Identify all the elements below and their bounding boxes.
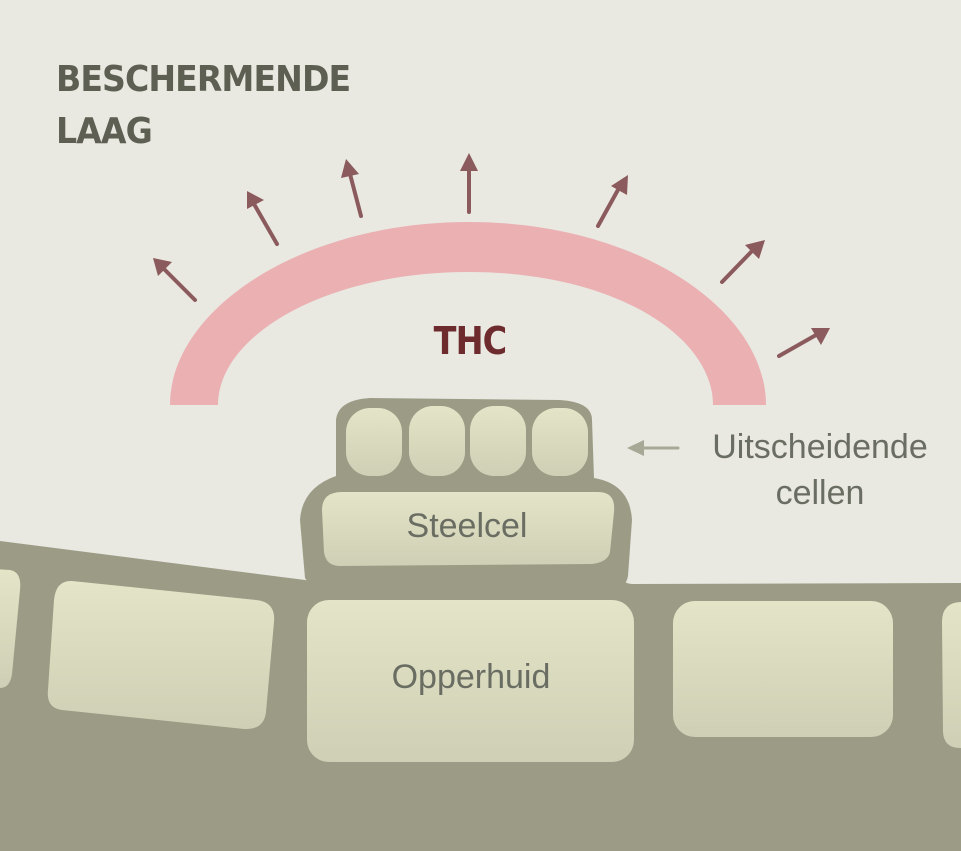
protective-layer-title: BESCHERMENDE LAAG	[56, 54, 360, 158]
epidermis-label: Opperhuid	[391, 658, 551, 696]
secretory-cell	[532, 408, 588, 476]
secretory-cell	[346, 408, 402, 476]
secretory-cells-label: Uitscheidende cellen	[700, 424, 940, 516]
pointer-arrow-icon	[627, 440, 680, 456]
stalk-cell	[322, 492, 615, 566]
stalk-cell-label: Steelcel	[406, 507, 528, 545]
thc-label: THC	[433, 319, 508, 363]
epidermis-cell	[0, 569, 21, 688]
secretory-cell	[409, 406, 465, 476]
title-line-2: LAAG	[56, 111, 153, 152]
emission-arrows	[153, 153, 830, 358]
arrow-icon	[247, 191, 279, 246]
epidermis-cell	[942, 602, 961, 748]
resin-layer	[170, 222, 766, 405]
secretory-cell	[470, 406, 526, 476]
arrow-icon	[596, 175, 628, 228]
arrow-icon	[153, 258, 197, 302]
arrow-icon	[341, 159, 363, 218]
epidermis-cell	[673, 601, 893, 737]
secretory-label-line-1: Uitscheidende	[712, 428, 928, 466]
arrow-icon	[460, 153, 478, 214]
arrow-icon	[720, 240, 765, 284]
title-line-1: BESCHERMENDE	[56, 59, 351, 100]
arrow-icon	[777, 328, 830, 358]
secretory-label-line-2: cellen	[775, 474, 865, 512]
epidermis-cell	[307, 600, 634, 762]
epidermis-cell	[47, 580, 275, 730]
